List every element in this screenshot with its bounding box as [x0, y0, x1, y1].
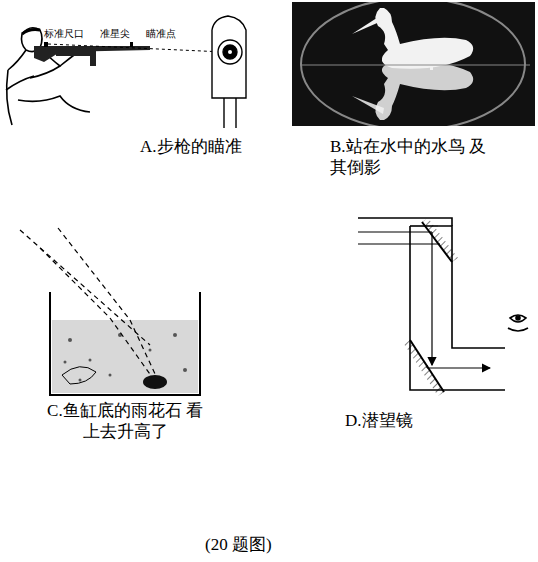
- bird-photo: [292, 0, 535, 130]
- sight-line: [48, 44, 224, 52]
- panel-caption: B.站在水中的水鸟 及其倒影: [330, 136, 490, 179]
- part-label: 瞄准点: [146, 28, 176, 41]
- panel-caption: C.鱼缸底的雨花石 看上去升高了: [40, 400, 210, 443]
- part-label: 准星尖: [100, 28, 130, 41]
- panel-caption: D.潜望镜: [345, 410, 413, 431]
- panel-caption: A.步枪的瞄准: [140, 136, 242, 157]
- fish-tank: [20, 228, 200, 395]
- target: [212, 16, 246, 128]
- periscope: [358, 218, 528, 396]
- figure-caption: (20 题图): [205, 534, 272, 555]
- rifleman: [6, 28, 90, 125]
- part-label: 标准尺口: [44, 28, 84, 41]
